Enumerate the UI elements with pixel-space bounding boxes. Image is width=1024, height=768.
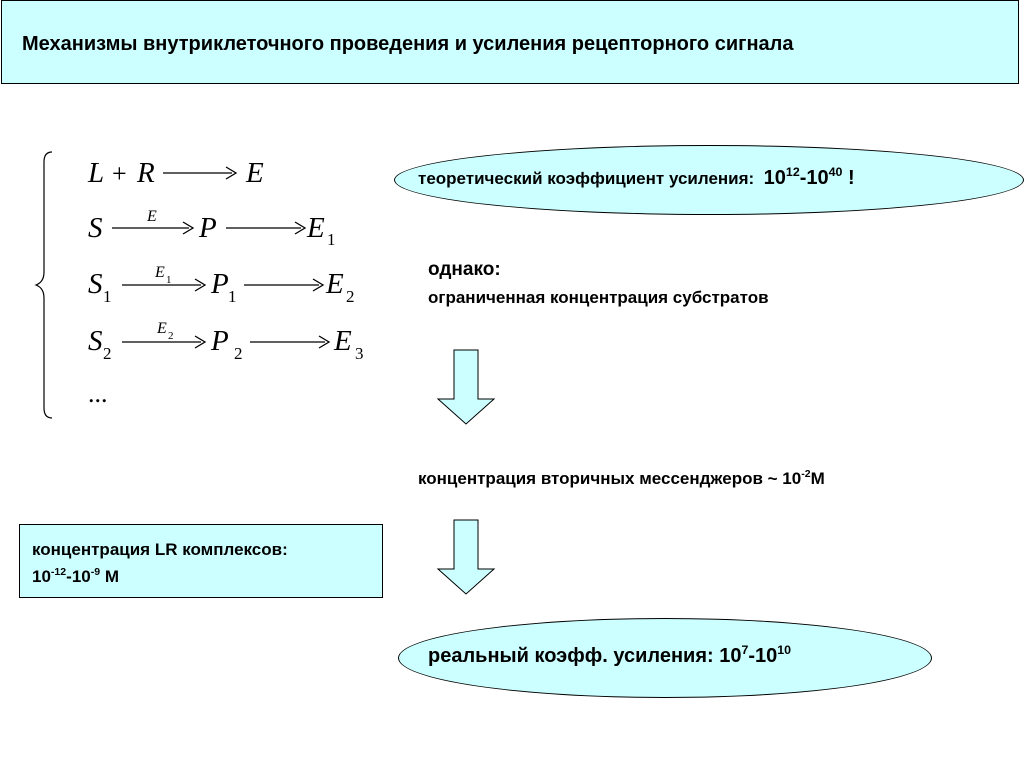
- lr-line-2: 10-12-10-9 M: [32, 566, 120, 586]
- real-gain-text: реальный коэфф. усиления: 107-1010: [428, 642, 792, 667]
- equation-2: S E P E 1: [88, 208, 336, 249]
- however-text: ограниченная концентрация субстратов: [428, 288, 769, 307]
- eq4-effector-sub: 3: [355, 344, 364, 363]
- eq3-effector: E: [325, 268, 344, 300]
- eq1-ligand: L: [87, 157, 104, 189]
- theoretical-gain-text: теоретический коэффициент усиления: 1012…: [418, 164, 855, 190]
- eq2-enzyme: E: [146, 208, 157, 225]
- equation-4: S 2 E 2 P 2 E 3: [88, 320, 364, 363]
- left-brace: [34, 151, 53, 419]
- down-arrow-1: [436, 349, 496, 425]
- equation-3: S 1 E 1 P 1 E 2: [88, 264, 355, 306]
- eq2-substrate: S: [88, 212, 103, 244]
- eq4-substrate-sub: 2: [103, 344, 112, 363]
- eq3-substrate-sub: 1: [103, 287, 112, 306]
- theoretical-gain-ellipse: [394, 145, 1024, 215]
- eq4-enzyme-sub: 2: [168, 330, 174, 342]
- eq4-enzyme: E: [156, 320, 167, 337]
- eq3-substrate: S: [88, 268, 103, 300]
- eq3-enzyme: E: [154, 264, 165, 281]
- eq1-plus: +: [112, 159, 127, 188]
- theoretical-gain-value: 1012-1040 !: [763, 164, 855, 189]
- messengers-text: концентрация вторичных мессенджеров ~ 10…: [418, 468, 825, 488]
- real-gain-ellipse: [398, 618, 932, 698]
- equation-1: L + R E: [87, 157, 264, 189]
- eq4-product-sub: 2: [234, 344, 243, 363]
- lr-complex-box: концентрация LR комплексов: 10-12-10-9 M: [19, 524, 383, 598]
- eq3-product-sub: 1: [228, 287, 237, 306]
- page-title: Механизмы внутриклеточного проведения и …: [22, 33, 794, 55]
- eq4-product: P: [210, 325, 229, 357]
- eq2-effector: E: [306, 212, 325, 244]
- eq2-effector-sub: 1: [327, 230, 336, 249]
- eq2-product: P: [198, 212, 217, 244]
- title-banner: Механизмы внутриклеточного проведения и …: [1, 0, 1019, 84]
- theoretical-gain-label: теоретический коэффициент усиления:: [418, 169, 755, 188]
- eq3-enzyme-sub: 1: [166, 274, 172, 286]
- eq-ellipsis: ...: [88, 379, 108, 408]
- however-heading: однако:: [428, 259, 501, 280]
- eq1-receptor: R: [136, 157, 155, 189]
- eq1-effector: E: [245, 157, 264, 189]
- eq3-effector-sub: 2: [346, 287, 355, 306]
- eq4-substrate: S: [88, 325, 103, 357]
- eq3-product: P: [210, 268, 229, 300]
- down-arrow-2: [436, 519, 496, 595]
- eq4-effector: E: [333, 325, 352, 357]
- reaction-cascade: L + R E S E P E 1 S 1 E 1 P 1 E 2 S 2 E: [34, 151, 364, 419]
- lr-line-1: концентрация LR комплексов:: [32, 540, 288, 559]
